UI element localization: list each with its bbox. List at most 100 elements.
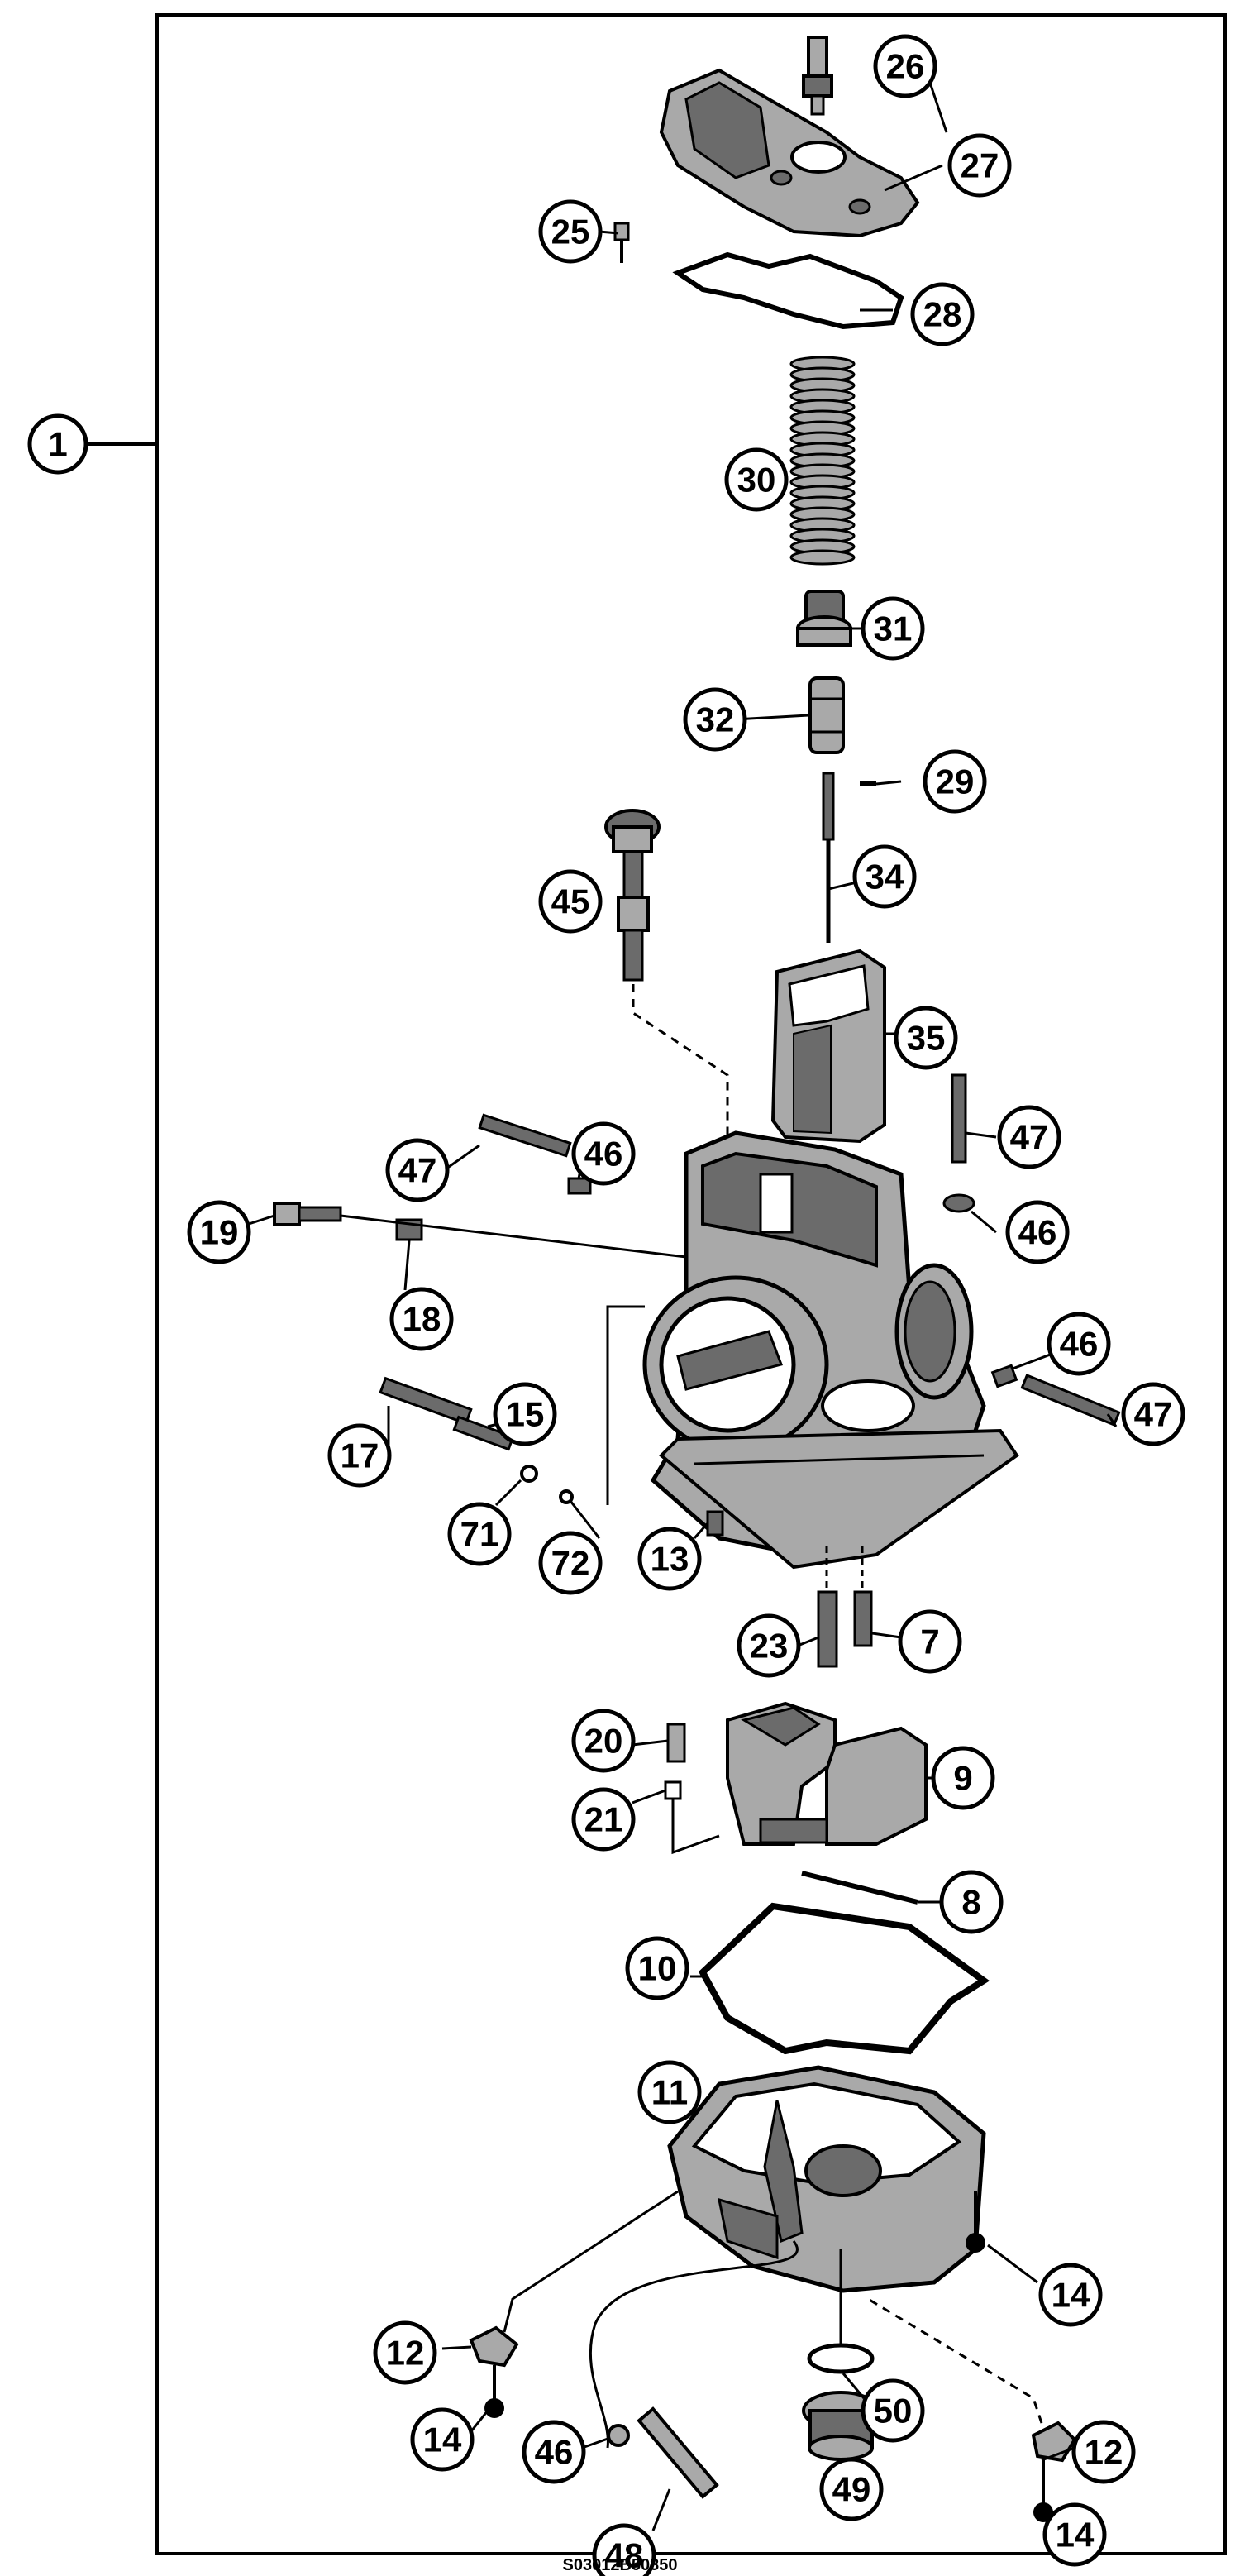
callout-48: 48 bbox=[592, 2523, 656, 2576]
jet-needle-part bbox=[822, 772, 835, 943]
assembly-frame bbox=[155, 13, 1227, 2555]
spring-seat-part bbox=[796, 590, 852, 647]
callout-47: 47 bbox=[385, 1138, 450, 1202]
callout-label: 45 bbox=[551, 882, 590, 921]
bowl-gasket-part bbox=[699, 1902, 990, 2055]
footer-code: S03012B50350 bbox=[562, 2556, 677, 2574]
leader-72 bbox=[606, 1305, 645, 1505]
callout-35: 35 bbox=[894, 1006, 958, 1070]
float-pin-part bbox=[801, 1871, 918, 1905]
oring-72-part bbox=[559, 1489, 574, 1504]
callout-46: 46 bbox=[1047, 1312, 1111, 1376]
callout-label: 50 bbox=[874, 2392, 913, 2430]
drain-plug-part bbox=[802, 2391, 880, 2461]
screw-47-upper-right-part bbox=[951, 1073, 967, 1164]
callout-label: 28 bbox=[923, 295, 962, 334]
callout-label: 25 bbox=[551, 213, 590, 251]
clamp-46-lower-part bbox=[607, 2424, 630, 2447]
callout-15: 15 bbox=[493, 1382, 557, 1446]
callout-label: 17 bbox=[341, 1436, 379, 1475]
callout-label: 48 bbox=[605, 2536, 644, 2575]
callout-19: 19 bbox=[187, 1200, 251, 1264]
callout-50: 50 bbox=[861, 2378, 925, 2443]
callout-label: 23 bbox=[750, 1627, 789, 1666]
air-screw-part bbox=[802, 36, 833, 116]
screw-14-bowl-part bbox=[966, 2191, 985, 2253]
callout-23: 23 bbox=[737, 1613, 801, 1678]
callout-45: 45 bbox=[538, 869, 603, 934]
callout-label: 14 bbox=[1056, 2516, 1095, 2554]
callout-30: 30 bbox=[724, 447, 789, 512]
callout-46: 46 bbox=[1005, 1200, 1070, 1264]
svg-text:1: 1 bbox=[48, 425, 67, 464]
plate-46-lower-part bbox=[990, 1364, 1018, 1388]
callout-72: 72 bbox=[538, 1531, 603, 1595]
callout-26: 26 bbox=[873, 34, 937, 98]
drain-hose-part bbox=[589, 2240, 799, 2449]
callout-21: 21 bbox=[571, 1787, 636, 1852]
plate-46-right-part bbox=[942, 1193, 975, 1213]
clip-21-part bbox=[664, 1780, 682, 1800]
callout-label: 19 bbox=[200, 1213, 239, 1252]
callout-label: 20 bbox=[584, 1722, 623, 1761]
callout-32: 32 bbox=[683, 687, 747, 752]
carburetor-body-part bbox=[642, 1130, 1019, 1570]
starter-plunger-part bbox=[604, 809, 661, 982]
callout-label: 11 bbox=[651, 2073, 688, 2112]
drain-hose-tube-part bbox=[637, 2406, 719, 2499]
float-bowl-part bbox=[667, 2065, 986, 2293]
callout-11: 11 bbox=[637, 2060, 702, 2124]
callout-14: 14 bbox=[410, 2407, 475, 2472]
callout-label: 46 bbox=[1018, 1213, 1057, 1252]
callout-7: 7 bbox=[898, 1609, 962, 1674]
callout-label: 10 bbox=[638, 1949, 677, 1988]
callout-18: 18 bbox=[389, 1287, 454, 1351]
callout-12: 12 bbox=[1071, 2420, 1136, 2484]
callout-14: 14 bbox=[1042, 2502, 1107, 2567]
spring-part bbox=[789, 356, 856, 566]
jet-13-part bbox=[706, 1510, 724, 1537]
callout-label: 30 bbox=[737, 461, 776, 499]
callout-29: 29 bbox=[923, 749, 987, 814]
throttle-valve-part bbox=[770, 949, 886, 1144]
callout-46: 46 bbox=[522, 2420, 586, 2484]
cover-gasket-part bbox=[672, 251, 904, 330]
callout-47: 47 bbox=[997, 1105, 1061, 1169]
callout-label: 46 bbox=[535, 2433, 574, 2472]
callout-27: 27 bbox=[947, 133, 1012, 198]
callout-label: 9 bbox=[953, 1759, 972, 1798]
callout-label: 71 bbox=[460, 1515, 499, 1554]
callout-25: 25 bbox=[538, 199, 603, 264]
callout-label: 14 bbox=[1052, 2276, 1090, 2315]
callout-label: 12 bbox=[1085, 2433, 1123, 2472]
callout-label: 29 bbox=[936, 762, 975, 801]
callout-8: 8 bbox=[939, 1870, 1004, 1934]
screw-25-part bbox=[613, 222, 630, 263]
callout-label: 34 bbox=[866, 858, 904, 896]
callout-label: 15 bbox=[506, 1395, 545, 1434]
callout-label: 46 bbox=[584, 1135, 623, 1173]
callout-label: 47 bbox=[398, 1151, 437, 1190]
callout-49: 49 bbox=[819, 2457, 884, 2521]
leader-21 bbox=[671, 1799, 720, 1855]
float-part bbox=[726, 1701, 928, 1846]
screw-47-lower-right-part bbox=[1020, 1374, 1121, 1427]
callout-label: 47 bbox=[1010, 1118, 1049, 1157]
callout-13: 13 bbox=[637, 1527, 702, 1591]
top-cover-part bbox=[659, 68, 920, 238]
screw-47-left-part bbox=[478, 1113, 572, 1158]
leader-19-body bbox=[340, 1214, 687, 1259]
needle-valve-part bbox=[666, 1723, 686, 1763]
leader-45 bbox=[632, 984, 729, 1145]
callout-34: 34 bbox=[852, 844, 917, 909]
callout-10: 10 bbox=[625, 1936, 689, 2000]
pilot-jet-part bbox=[853, 1546, 873, 1647]
callout-label: 32 bbox=[696, 700, 735, 739]
callout-31: 31 bbox=[861, 596, 925, 661]
callout-label: 18 bbox=[403, 1300, 441, 1339]
callout-9: 9 bbox=[931, 1746, 995, 1810]
callout-label: 14 bbox=[423, 2421, 462, 2459]
callout-label: 49 bbox=[832, 2470, 871, 2509]
